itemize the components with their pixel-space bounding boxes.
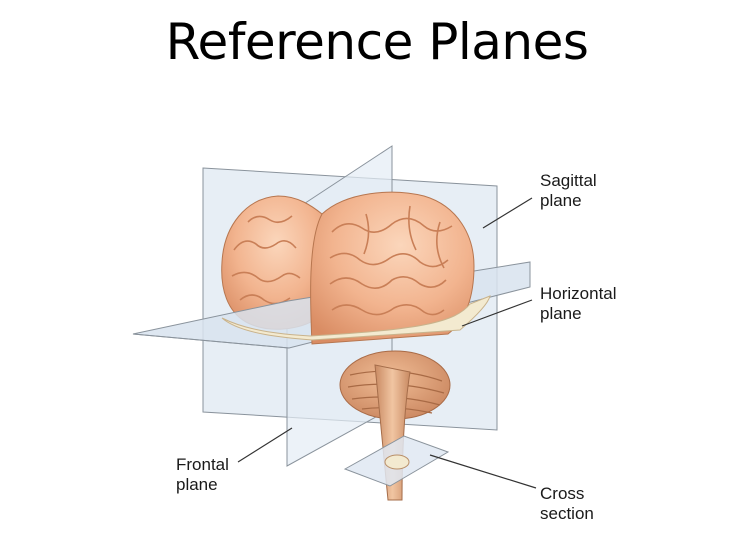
label-horizontal-line2: plane — [540, 304, 582, 323]
label-sagittal-plane: Sagittal plane — [540, 171, 597, 211]
slide-title: Reference Planes — [165, 13, 589, 71]
leader-lines — [237, 197, 537, 489]
label-cross-line2: section — [540, 504, 594, 523]
label-frontal-plane: Frontal plane — [176, 455, 229, 495]
horizontal-leader — [461, 299, 533, 327]
label-horizontal-line1: Horizontal — [540, 284, 617, 303]
brain-right-hemisphere — [310, 191, 475, 345]
brain-left-hemisphere — [221, 195, 323, 330]
label-horizontal-plane: Horizontal plane — [540, 284, 617, 324]
cross-leader — [429, 454, 537, 489]
label-cross-section: Cross section — [540, 484, 594, 524]
cross-section-plane — [343, 435, 450, 487]
label-cross-line1: Cross — [540, 484, 585, 503]
frontal-leader — [237, 427, 293, 463]
label-frontal-line2: plane — [176, 475, 218, 494]
horizontal-cut-surface — [221, 295, 491, 341]
label-sagittal-line2: plane — [540, 191, 582, 210]
sagittal-leader — [482, 197, 533, 229]
label-frontal-line1: Frontal — [176, 455, 229, 474]
label-sagittal-line1: Sagittal — [540, 171, 597, 190]
